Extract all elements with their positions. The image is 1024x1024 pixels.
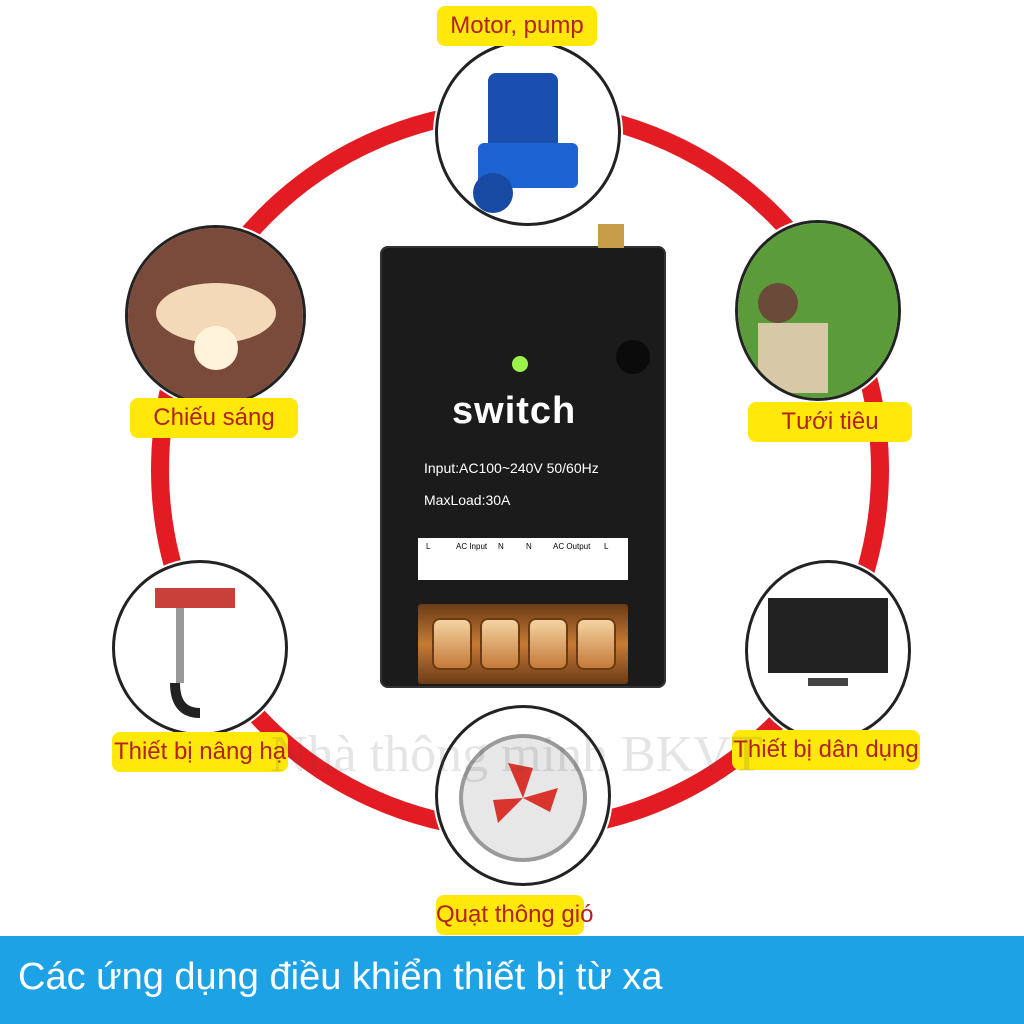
terminal-screw[interactable] <box>432 618 472 670</box>
household-image <box>745 560 911 741</box>
terminal-screw[interactable] <box>576 618 616 670</box>
pump-icon <box>473 73 578 213</box>
antenna-connector <box>598 224 624 248</box>
terminal-label: N <box>526 542 532 551</box>
motor-pump-image <box>435 40 621 226</box>
tv-icon <box>768 598 888 686</box>
irrigation-image <box>735 220 901 401</box>
lighting-image <box>125 225 306 406</box>
household-label: Thiết bị dân dụng <box>732 730 920 770</box>
lifting-image <box>112 560 288 736</box>
power-button[interactable] <box>616 340 650 374</box>
terminal-label: L <box>426 542 431 551</box>
terminal-label: AC Input <box>456 542 488 551</box>
terminal-label: AC Output <box>553 542 591 551</box>
irrigation-icon <box>738 223 898 398</box>
maxload-spec: MaxLoad:30A <box>424 492 511 508</box>
motor-pump-label: Motor, pump <box>437 6 597 46</box>
switch-device: switch Input:AC100~240V 50/60Hz MaxLoad:… <box>380 224 666 688</box>
footer-text: Các ứng dụng điều khiển thiết bị từ xa <box>18 956 663 998</box>
terminal-label-panel: L AC Input N N AC Output L <box>418 538 628 580</box>
fan-label: Quạt thông gió <box>436 895 593 935</box>
footer-bar: Các ứng dụng điều khiển thiết bị từ xa <box>0 936 1024 1024</box>
terminal-label: L <box>604 542 609 551</box>
fan-icon <box>459 734 587 862</box>
terminal-block <box>418 604 628 684</box>
fan-image <box>435 705 611 886</box>
terminal-screw[interactable] <box>480 618 520 670</box>
terminal-label: N <box>498 542 504 551</box>
hoist-icon <box>155 588 235 718</box>
lighting-label: Chiếu sáng <box>130 398 298 438</box>
input-spec: Input:AC100~240V 50/60Hz <box>424 460 599 476</box>
chandelier-icon <box>128 228 303 403</box>
irrigation-label: Tưới tiêu <box>748 402 912 442</box>
terminal-screw[interactable] <box>528 618 568 670</box>
lifting-label: Thiết bị nâng hạ <box>112 732 288 772</box>
status-led <box>512 356 528 372</box>
device-brand: switch <box>452 390 577 432</box>
watermark: Nhà thông minh BKVT <box>270 726 763 783</box>
